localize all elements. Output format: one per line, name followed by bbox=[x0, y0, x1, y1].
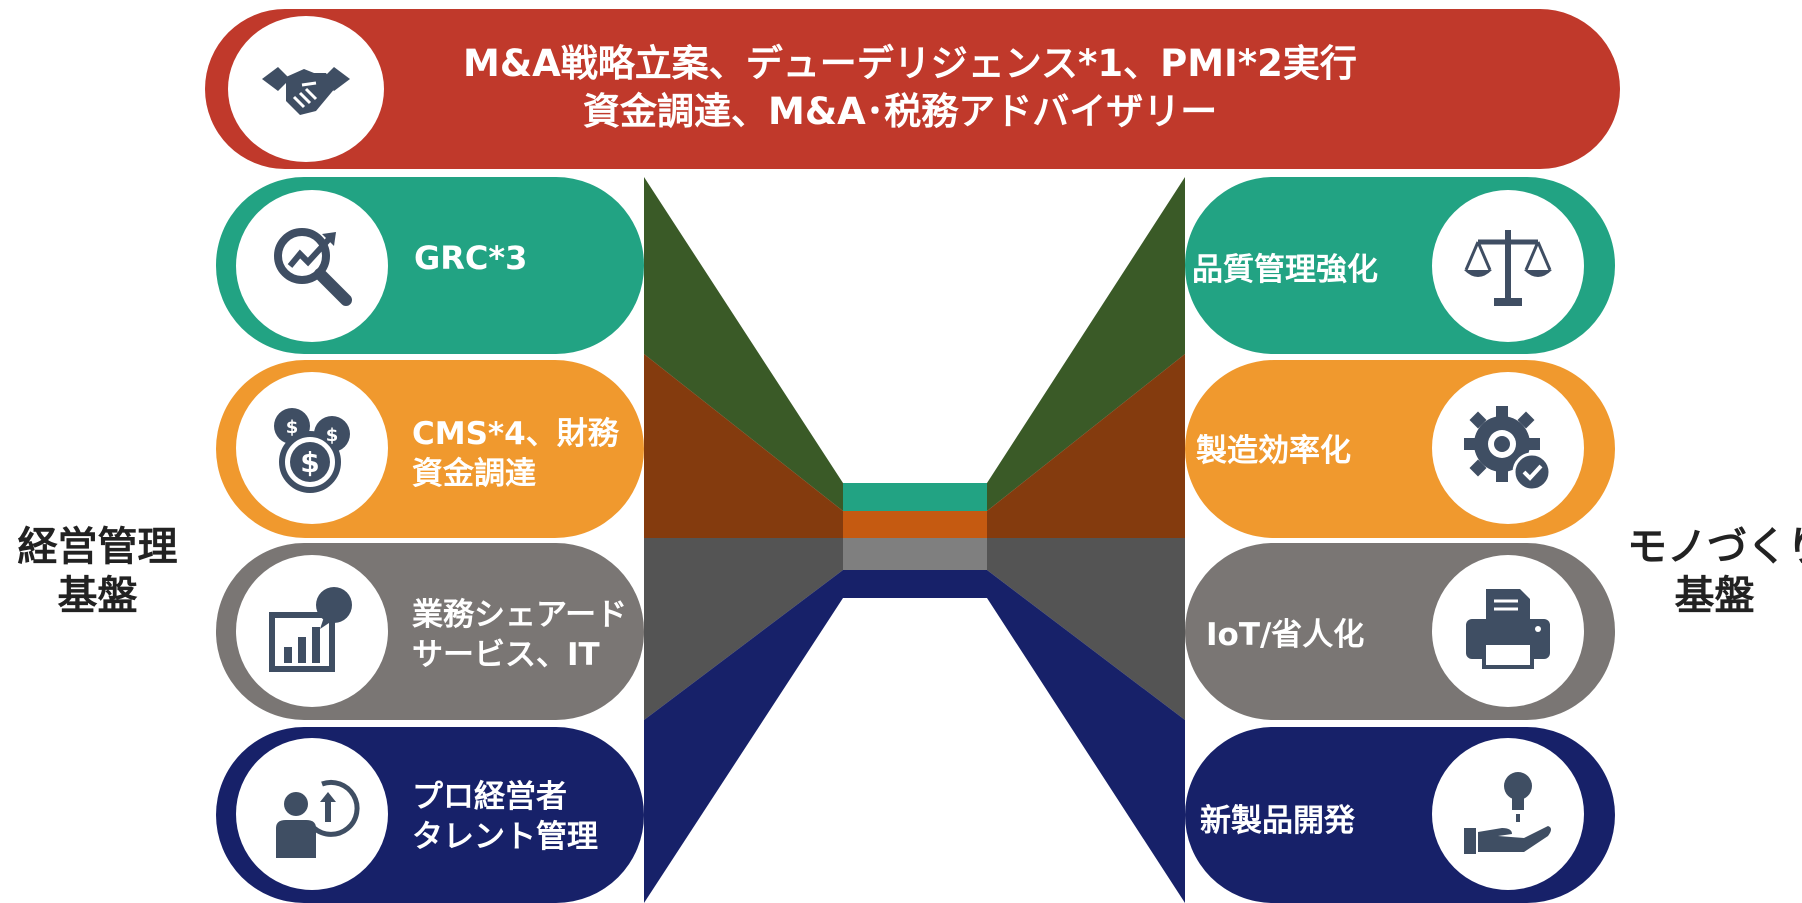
left-item-2-line1: CMS*4、財務 bbox=[412, 416, 619, 452]
left-item-2-label: CMS*4、財務 資金調達 bbox=[412, 415, 619, 494]
handshake-icon bbox=[228, 16, 384, 162]
left-heading-line2: 基盤 bbox=[57, 572, 138, 619]
funnel-left-green bbox=[644, 177, 843, 511]
left-item-3-line1: 業務シェアード bbox=[412, 597, 628, 633]
center-band-gray bbox=[843, 538, 987, 570]
funnel-left-orange bbox=[644, 354, 843, 538]
printer-icon bbox=[1432, 555, 1584, 707]
right-item-1-label: 品質管理強化 bbox=[1192, 252, 1378, 288]
funnel-right-orange bbox=[987, 354, 1185, 538]
funnel-right-green bbox=[987, 177, 1185, 511]
funnel-right-navy bbox=[987, 570, 1185, 903]
left-item-3-label: 業務シェアード サービス、IT bbox=[412, 596, 627, 675]
funnel-left-gray bbox=[644, 538, 843, 720]
left-item-2-line2: 資金調達 bbox=[412, 455, 536, 492]
right-item-3-label: IoT/省人化 bbox=[1206, 617, 1365, 653]
left-item-3-line2: サービス、IT bbox=[412, 636, 600, 673]
left-heading-line1: 経営管理 bbox=[17, 524, 178, 570]
magnifier-growth-icon bbox=[236, 190, 388, 342]
right-heading: モノづくり 基盤 bbox=[1627, 523, 1802, 621]
lightbulb-hand-icon bbox=[1432, 738, 1584, 890]
left-item-4-line2: タレント管理 bbox=[412, 818, 598, 855]
funnel-left-navy bbox=[644, 570, 843, 903]
right-heading-line1: モノづくり bbox=[1627, 524, 1802, 570]
center-band-orange bbox=[843, 511, 987, 538]
left-item-1-label: GRC*3 bbox=[414, 239, 528, 277]
right-item-2-label: 製造効率化 bbox=[1196, 433, 1351, 469]
left-heading: 経営管理 基盤 bbox=[10, 523, 185, 621]
person-growth-icon bbox=[236, 738, 388, 890]
center-band-navy bbox=[843, 570, 987, 598]
right-heading-line2: 基盤 bbox=[1674, 572, 1755, 619]
top-banner-line1: M&A戦略立案、デューデリジェンス*1、PMI*2実行 bbox=[463, 42, 1357, 85]
funnel-right-gray bbox=[987, 538, 1185, 720]
gear-check-icon bbox=[1432, 372, 1584, 524]
coins-icon: $ $ $ bbox=[236, 372, 388, 524]
svg-text:$: $ bbox=[326, 425, 339, 446]
right-item-4-label: 新製品開発 bbox=[1200, 803, 1355, 839]
top-banner bbox=[205, 9, 1620, 169]
scales-icon bbox=[1432, 190, 1584, 342]
report-chart-icon bbox=[236, 555, 388, 707]
left-item-4-label: プロ経営者 タレント管理 bbox=[412, 778, 598, 857]
svg-text:$: $ bbox=[300, 446, 319, 479]
left-item-4-line1: プロ経営者 bbox=[412, 779, 567, 815]
top-banner-line2: 資金調達、M&A･税務アドバイザリー bbox=[583, 90, 1218, 133]
svg-text:$: $ bbox=[286, 417, 299, 438]
center-band-green bbox=[843, 483, 987, 511]
